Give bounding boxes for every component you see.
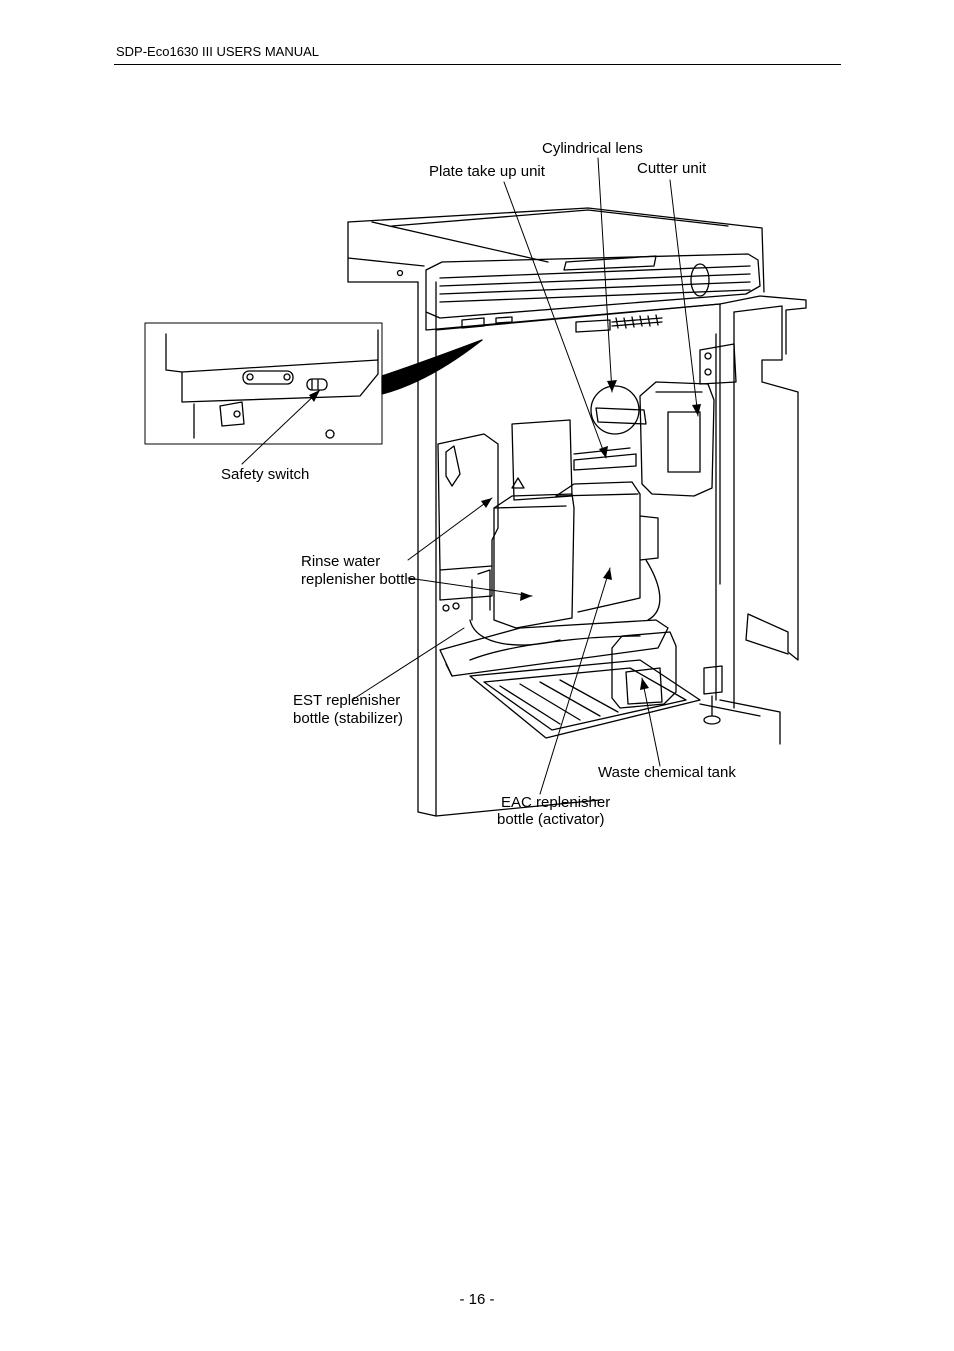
- label-eac-line2: bottle (activator): [497, 811, 605, 828]
- interior-panel: [435, 303, 721, 585]
- page-number: - 16 -: [459, 1291, 495, 1308]
- cylindrical-lens: [590, 385, 647, 435]
- drip-tray: [469, 659, 701, 739]
- waste-chemical-tank-body: [611, 631, 677, 709]
- cabinet-body: [347, 207, 765, 817]
- header-title: SDP-Eco1630 III USERS MANUAL: [116, 44, 320, 59]
- label-eac-line1: EAC replenisher: [501, 794, 611, 811]
- top-control-unit: [425, 253, 761, 333]
- leader-lines: [241, 157, 699, 795]
- cabinet-door: [699, 295, 807, 745]
- label-safety-switch: Safety switch: [221, 466, 310, 483]
- header-rule: [114, 64, 841, 65]
- label-est-line1: EST replenisher: [293, 692, 401, 709]
- cutter-unit-body: [639, 381, 715, 497]
- label-plate-take-up-unit: Plate take up unit: [429, 163, 545, 180]
- label-est-line2: bottle (stabilizer): [293, 710, 404, 727]
- label-waste-chemical-tank: Waste chemical tank: [598, 764, 736, 781]
- arrowheads: [309, 380, 701, 690]
- label-rinse-water-line1: Rinse water: [301, 553, 381, 570]
- inset-detail: [144, 322, 383, 445]
- inset-pointer: [381, 339, 483, 395]
- label-rinse-water-line2: replenisher bottle: [301, 571, 417, 588]
- label-cylindrical-lens: Cylindrical lens: [542, 140, 643, 157]
- label-cutter-unit: Cutter unit: [637, 160, 707, 177]
- rinse-water-bottle: [437, 433, 499, 612]
